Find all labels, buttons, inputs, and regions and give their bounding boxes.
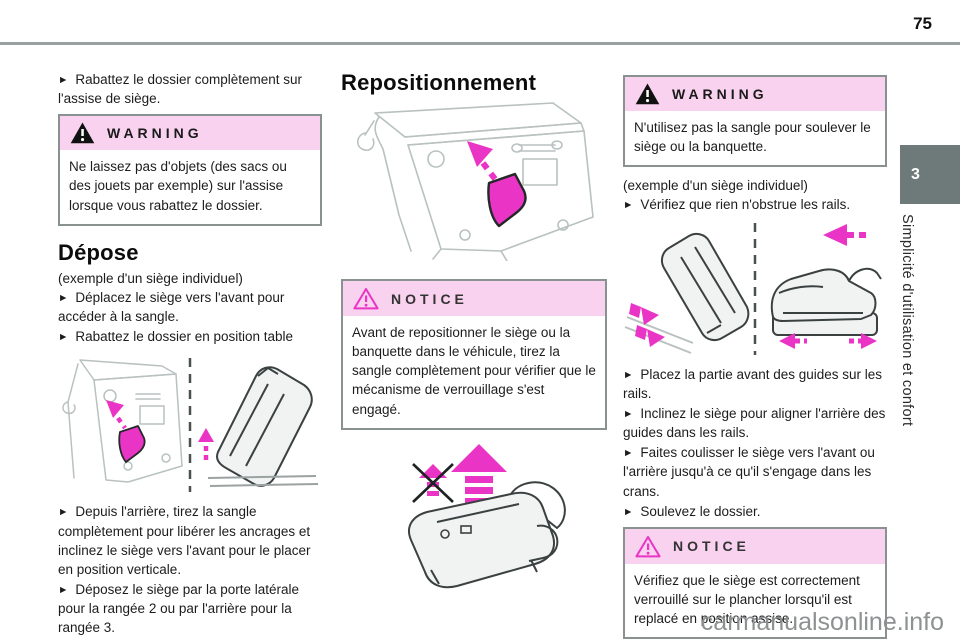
notice-triangle-icon [353,288,379,310]
chapter-side-label: Simplicité d'utilisation et confort [899,214,915,427]
chapter-tab: 3 [900,145,960,204]
warning-box: WARNING N'utilisez pas la sangle pour so… [623,75,887,168]
step-text: Déposez le siège par la porte latérale p… [58,582,300,636]
warning-title: WARNING [107,125,203,142]
bullet-arrow-icon: ► [623,368,634,381]
watermark-text: carmanualsonline.info [700,608,944,636]
bullet-arrow-icon: ► [58,74,69,86]
step-item: ► Soulevez le dossier. [623,502,887,521]
step-text: Rabattez le dossier en position table [75,329,294,345]
step-item: ►Rabattez le dossier complètement sur l'… [58,70,322,108]
seat-lift-arrow-illustration [408,443,566,588]
header-rule [0,42,960,45]
bullet-arrow-icon: ► [623,199,634,212]
step-item: ►Déposez le siège par la porte latérale … [58,580,322,637]
notice-title: NOTICE [673,538,750,555]
step-item: ►Depuis l'arrière, tirez la sangle compl… [58,502,322,579]
step-item: ► Vérifiez que rien n'obstrue les rails. [623,195,887,214]
section-title-repositionnement: Repositionnement [341,70,537,95]
notice-text: Avant de repositionner le siège ou la ba… [352,325,596,417]
warning-header: WARNING [625,77,885,111]
step-text: Déplacez le siège vers l'avant pour accé… [58,289,285,325]
bullet-arrow-icon: ► [58,584,69,597]
notice-box: NOTICE Avant de repositionner le siège o… [341,279,607,430]
step-text: Inclinez le siège pour aligner l'arrière… [623,405,886,441]
notice-title: NOTICE [391,290,468,307]
seat-reinstall-illustration [624,222,882,355]
section-title-depose: Dépose [58,239,139,265]
notice-header: NOTICE [625,528,885,564]
column-left: ►Rabattez le dossier complètement sur l'… [58,70,322,639]
step-text: Faites coulisser le siège vers l'avant o… [623,445,875,499]
step-text: Soulevez le dossier. [640,503,761,519]
step-item: ►Faites coulisser le siège vers l'avant … [623,443,887,500]
warning-title: WARNING [672,86,768,102]
notice-triangle-icon [635,535,661,558]
step-text: Placez la partie avant des guides sur le… [623,366,883,401]
step-text: Vérifiez que rien n'obstrue les rails. [640,197,851,213]
warning-text: Ne laissez pas d'objets (des sacs ou des… [69,159,287,213]
step-text: Rabattez le dossier complètement sur l'a… [58,72,303,107]
warning-header: WARNING [60,116,320,151]
warning-box: WARNING Ne laissez pas d'objets (des sac… [58,114,322,226]
bullet-arrow-icon: ► [58,291,69,304]
step-text: Depuis l'arrière, tirez la sangle complè… [58,504,311,577]
step-item: ► Rabattez le dossier en position table [58,327,322,346]
bullet-arrow-icon: ► [623,447,634,460]
notice-box: NOTICE Vérifiez que le siège est correct… [623,526,887,640]
warning-text: N'utilisez pas la sangle pour soulever l… [634,120,871,155]
step-item: ►Inclinez le siège pour aligner l'arrièr… [623,404,887,442]
notice-text: Vérifiez que le siège est correctement v… [634,572,860,627]
page-number: 75 [913,14,932,33]
column-middle: Repositionnement [341,70,607,608]
chapter-tab-number: 3 [911,165,920,183]
bullet-arrow-icon: ► [58,331,69,344]
column-right: WARNING N'utilisez pas la sangle pour so… [623,70,887,640]
seat-underside-strap-illustration [356,102,594,261]
bullet-arrow-icon: ► [623,505,634,518]
seat-table-position-illustration [62,358,319,493]
step-item: ►Déplacez le siège vers l'avant pour acc… [58,288,322,326]
example-note: (exemple d'un siège individuel) [623,178,808,194]
bullet-arrow-icon: ► [58,506,69,519]
notice-header: NOTICE [343,281,605,316]
step-item: ►Placez la partie avant des guides sur l… [623,365,887,403]
warning-triangle-icon [635,83,660,105]
bullet-arrow-icon: ► [623,407,634,420]
warning-triangle-icon [70,122,95,144]
example-note: (exemple d'un siège individuel) [58,270,243,286]
